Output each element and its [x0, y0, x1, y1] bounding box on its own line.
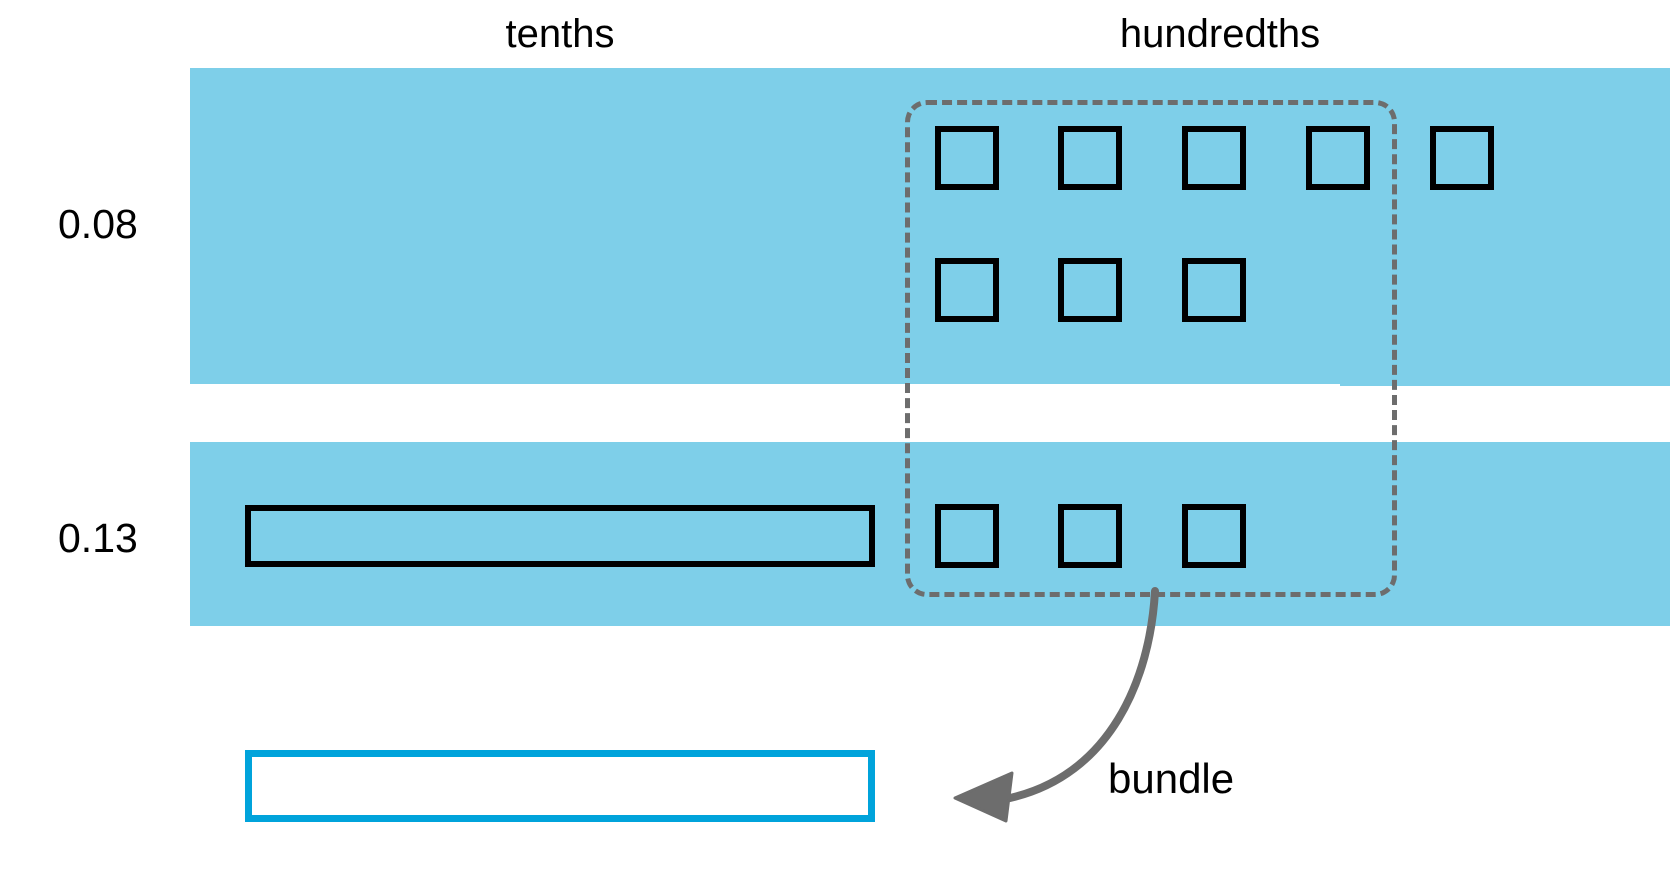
- hundredth-square: [1430, 126, 1494, 190]
- hundredth-square: [1058, 504, 1122, 568]
- hundredth-square: [935, 258, 999, 322]
- hundredth-square: [935, 126, 999, 190]
- column-header-hundredths: hundredths: [1119, 12, 1321, 56]
- hundredth-square: [1182, 126, 1246, 190]
- bundle-caption-label: bundle: [1108, 755, 1235, 802]
- hundredth-square: [1306, 126, 1370, 190]
- column-header-tenths: tenths: [505, 12, 615, 56]
- tenth-rod: [245, 505, 875, 567]
- hundredth-square: [935, 504, 999, 568]
- hundredth-square: [1182, 258, 1246, 322]
- row-label-008: 0.08: [58, 201, 138, 247]
- row-label-013: 0.13: [58, 515, 138, 561]
- row-band-008-notch: [1340, 378, 1670, 386]
- hundredth-square: [1058, 126, 1122, 190]
- hundredth-square: [1058, 258, 1122, 322]
- bundled-tenth-result: [245, 750, 875, 822]
- hundredth-square: [1182, 504, 1246, 568]
- row-band-008: [190, 68, 1670, 384]
